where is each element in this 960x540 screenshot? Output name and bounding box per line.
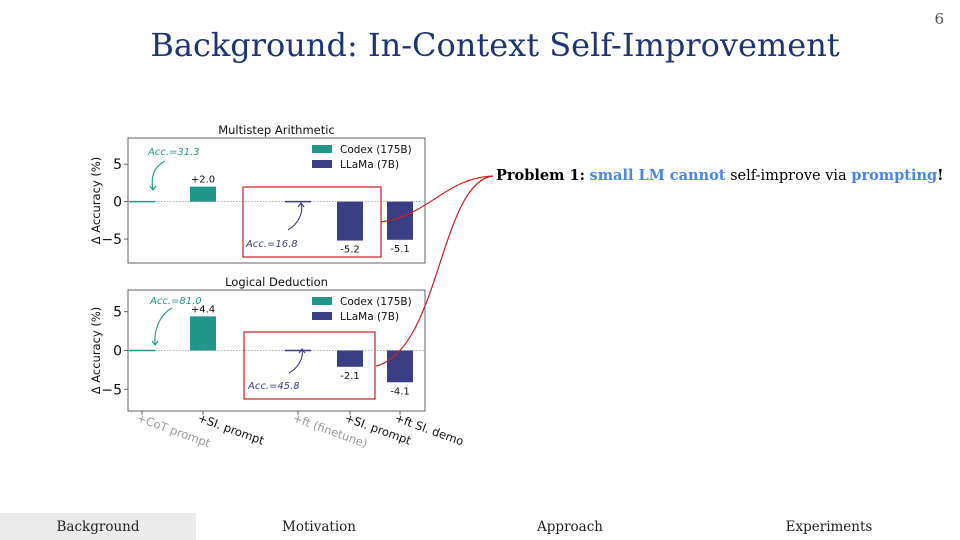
chart-panel-1: Multistep Arithmetic 5 0 −5Δ Accuracy (%) +2… xyxy=(89,123,426,264)
y-axis-label: Δ Accuracy (%) xyxy=(89,307,103,395)
y-tick-label: 0 xyxy=(113,344,122,360)
arrow-head xyxy=(149,185,157,191)
nav-background[interactable]: Background xyxy=(0,513,196,540)
highlight-box xyxy=(243,331,376,400)
y-tick-label: 5 xyxy=(113,305,122,321)
problem-highlight-prompting: prompting xyxy=(851,167,938,184)
arrow-head xyxy=(151,340,159,346)
bar xyxy=(190,186,216,202)
arrow-head xyxy=(297,202,305,208)
accuracy-annotation: Acc.=45.8 xyxy=(247,381,300,392)
arrow-head xyxy=(298,348,306,354)
y-tick-label: 5 xyxy=(113,157,122,173)
bar-value-label: -2.1 xyxy=(340,371,360,382)
problem-highlight-small-lm: small LM cannot xyxy=(589,167,726,184)
accuracy-annotation: Acc.=31.3 xyxy=(147,147,200,158)
y-tick-label: −5 xyxy=(101,382,122,398)
legend-entry: LLaMa (7B) xyxy=(340,311,399,323)
bar-value-label: +2.0 xyxy=(191,175,215,186)
legend-entry: Codex (175B) xyxy=(340,296,412,308)
bar xyxy=(337,350,363,367)
page-number: 6 xyxy=(934,10,944,28)
bar-value-label: +4.4 xyxy=(191,304,215,315)
chart-panel-2: Logical Deduction 5 0 −5Δ Accuracy (%) +4.4 -… xyxy=(89,275,466,451)
problem-exclamation: ! xyxy=(937,167,944,184)
bar xyxy=(337,201,363,241)
legend-swatch xyxy=(312,297,332,305)
bar-value-label: -4.1 xyxy=(390,386,410,397)
annotation-arrow xyxy=(288,348,303,374)
legend-swatch xyxy=(312,145,332,153)
y-axis-label: Δ Accuracy (%) xyxy=(89,157,103,245)
annotation-arrow xyxy=(151,160,166,191)
legend-swatch xyxy=(312,312,332,320)
problem-colon: : xyxy=(579,167,585,184)
accuracy-annotation: Acc.=16.8 xyxy=(245,239,298,250)
legend: Codex (175B) LLaMa (7B) xyxy=(312,296,412,323)
nav-motivation[interactable]: Motivation xyxy=(282,518,356,535)
legend: Codex (175B) LLaMa (7B) xyxy=(312,144,412,171)
problem-label: Problem 1 xyxy=(496,167,580,184)
y-tick-label: −5 xyxy=(101,232,122,248)
legend-entry: LLaMa (7B) xyxy=(340,159,399,171)
bar xyxy=(190,316,216,351)
annotation-arrow xyxy=(154,307,173,346)
bar-value-label: -5.1 xyxy=(390,244,410,255)
accuracy-annotation: Acc.=81.0 xyxy=(149,296,202,307)
nav-approach[interactable]: Approach xyxy=(537,518,603,535)
bar-value-label: -5.2 xyxy=(340,245,360,256)
chart-title: Multistep Arithmetic xyxy=(218,123,335,137)
nav-experiments[interactable]: Experiments xyxy=(785,518,873,535)
problem-plain-text: self-improve via xyxy=(730,168,847,184)
y-tick-label: 0 xyxy=(113,195,122,211)
annotation-arrow xyxy=(287,202,303,231)
legend-swatch xyxy=(312,160,332,168)
legend-entry: Codex (175B) xyxy=(340,144,412,156)
chart-title: Logical Deduction xyxy=(225,275,328,289)
bar xyxy=(387,201,413,240)
bar xyxy=(387,350,413,383)
problem-statement: Problem 1: small LM cannot self-improve … xyxy=(496,167,944,184)
slide-title: Background: In-Context Self-Improvement xyxy=(150,26,840,64)
bottom-nav: Background Motivation Approach Experimen… xyxy=(0,513,960,540)
